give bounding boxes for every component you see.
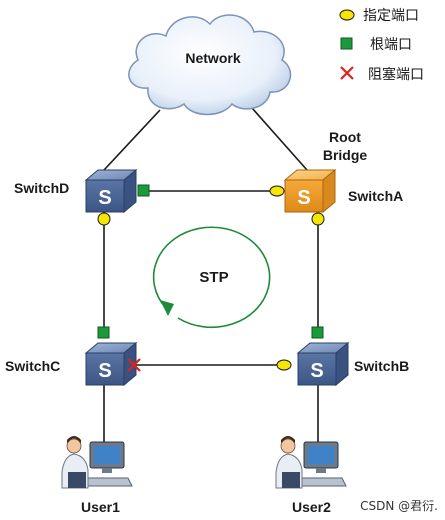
switch-c-label: SwitchC <box>5 358 60 374</box>
root-port-switchb <box>311 326 324 339</box>
legend-blocked-label: 阻塞端口 <box>368 66 424 83</box>
switch-b-glyph: S <box>310 360 323 382</box>
blocked-port-switchc <box>127 358 141 372</box>
switch-c-glyph: S <box>98 360 111 382</box>
switch-a-glyph: S <box>297 187 310 209</box>
switch-d-glyph: S <box>98 187 111 209</box>
link-network-switchd <box>103 109 161 171</box>
legend-designated-label: 指定端口 <box>363 8 419 24</box>
switch-a[interactable]: S <box>283 168 337 214</box>
user1-label: User1 <box>81 499 120 515</box>
legend-blocked-marker <box>340 66 354 80</box>
link-network-switchA <box>251 107 308 171</box>
designated-port-switchb-left <box>276 359 292 371</box>
switch-d[interactable]: S <box>84 168 138 214</box>
stp-loop-arrow <box>152 226 271 329</box>
legend: 指定端口 根端口 阻塞端口 <box>339 8 424 83</box>
legend-root-marker <box>340 37 353 50</box>
switch-c[interactable]: S <box>84 341 138 387</box>
network-cloud: Network <box>128 14 292 116</box>
root-port-switchc <box>97 326 110 339</box>
designated-port-switcha-left <box>269 185 285 197</box>
user1-workstation[interactable] <box>61 436 133 489</box>
network-label: Network <box>185 50 240 66</box>
stp-label: STP <box>199 269 228 286</box>
switch-a-label: SwitchA <box>348 188 403 204</box>
watermark: CSDN @君衍. <box>360 499 438 513</box>
root-port-switchd <box>137 184 150 197</box>
stp-loop: STP <box>152 226 271 329</box>
user2-label: User2 <box>292 499 331 515</box>
designated-port-switchd-down <box>97 212 111 226</box>
switch-d-label: SwitchD <box>14 180 69 196</box>
switch-b-label: SwitchB <box>354 358 409 374</box>
root-bridge-line1: Root <box>329 129 361 145</box>
stp-arrowhead <box>160 300 174 316</box>
user2-workstation[interactable] <box>275 436 347 489</box>
designated-port-switcha-down <box>311 212 325 226</box>
legend-designated-marker <box>339 9 355 21</box>
root-bridge-line2: Bridge <box>323 147 368 163</box>
port-markers <box>97 184 325 372</box>
switch-b[interactable]: S <box>296 341 350 387</box>
links <box>103 107 319 450</box>
legend-root-label: 根端口 <box>370 37 412 53</box>
